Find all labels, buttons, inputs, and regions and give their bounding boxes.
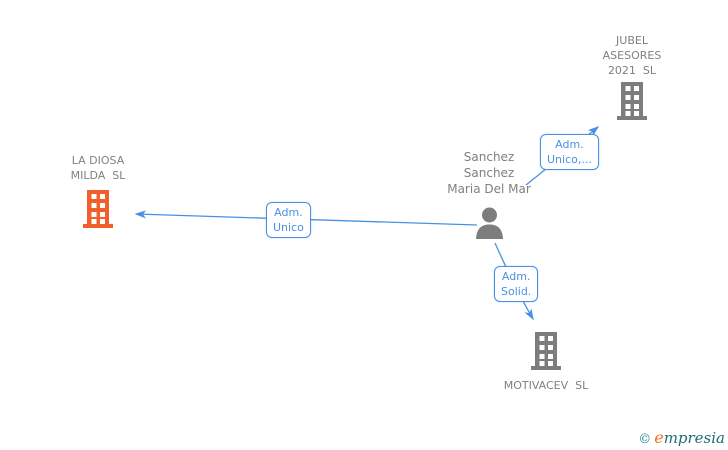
company-node-la-diosa-milda[interactable]: LA DIOSA MILDA SL <box>40 153 156 232</box>
edge-label-adm-solid[interactable]: Adm. Solid. <box>494 266 539 302</box>
empresia-logo: ©empresia <box>638 428 725 447</box>
company-name-line: MILDA SL <box>70 169 126 182</box>
copyright-icon: © <box>638 432 652 447</box>
building-icon[interactable] <box>531 332 561 370</box>
person-node-sanchez-sanchez-maria-del-mar[interactable]: Sanchez Sanchez Maria Del Mar <box>431 149 547 243</box>
company-name-line: LA DIOSA <box>71 154 125 167</box>
company-node-jubel-asesores[interactable]: JUBEL ASESORES 2021 SL <box>574 33 690 124</box>
person-name-line: Sanchez <box>463 150 515 164</box>
company-name-line: 2021 SL <box>607 64 657 77</box>
person-icon[interactable] <box>474 207 505 239</box>
company-node-motivacev[interactable]: MOTIVACEV SL <box>488 332 604 393</box>
person-name-line: Sanchez <box>463 166 515 180</box>
person-name: Sanchez Sanchez Maria Del Mar <box>431 149 547 197</box>
edge-label-line: Adm. <box>274 206 303 219</box>
edge-label-adm-unico[interactable]: Adm. Unico <box>266 202 311 238</box>
building-icon[interactable] <box>83 190 113 228</box>
empresia-logo-text: e <box>654 428 664 447</box>
company-name-line: MOTIVACEV SL <box>503 379 589 392</box>
person-name-line: Maria Del Mar <box>447 182 531 196</box>
edge-label-line: Adm. <box>555 138 584 151</box>
empresia-logo-text: mpresia <box>663 429 725 447</box>
edge-label-adm-unico-multi[interactable]: Adm. Unico,... <box>540 134 599 170</box>
company-name: MOTIVACEV SL <box>488 378 604 393</box>
edge-label-line: Adm. <box>501 270 531 283</box>
company-name-line: JUBEL <box>616 34 648 47</box>
company-name: LA DIOSA MILDA SL <box>40 153 156 183</box>
building-icon[interactable] <box>617 82 647 120</box>
company-name-line: ASESORES <box>602 49 662 62</box>
edge-label-line: Solid. <box>501 285 532 298</box>
edge-label-line: Unico,... <box>547 153 592 166</box>
company-name: JUBEL ASESORES 2021 SL <box>574 33 690 78</box>
edge-label-line: Unico <box>273 221 304 234</box>
